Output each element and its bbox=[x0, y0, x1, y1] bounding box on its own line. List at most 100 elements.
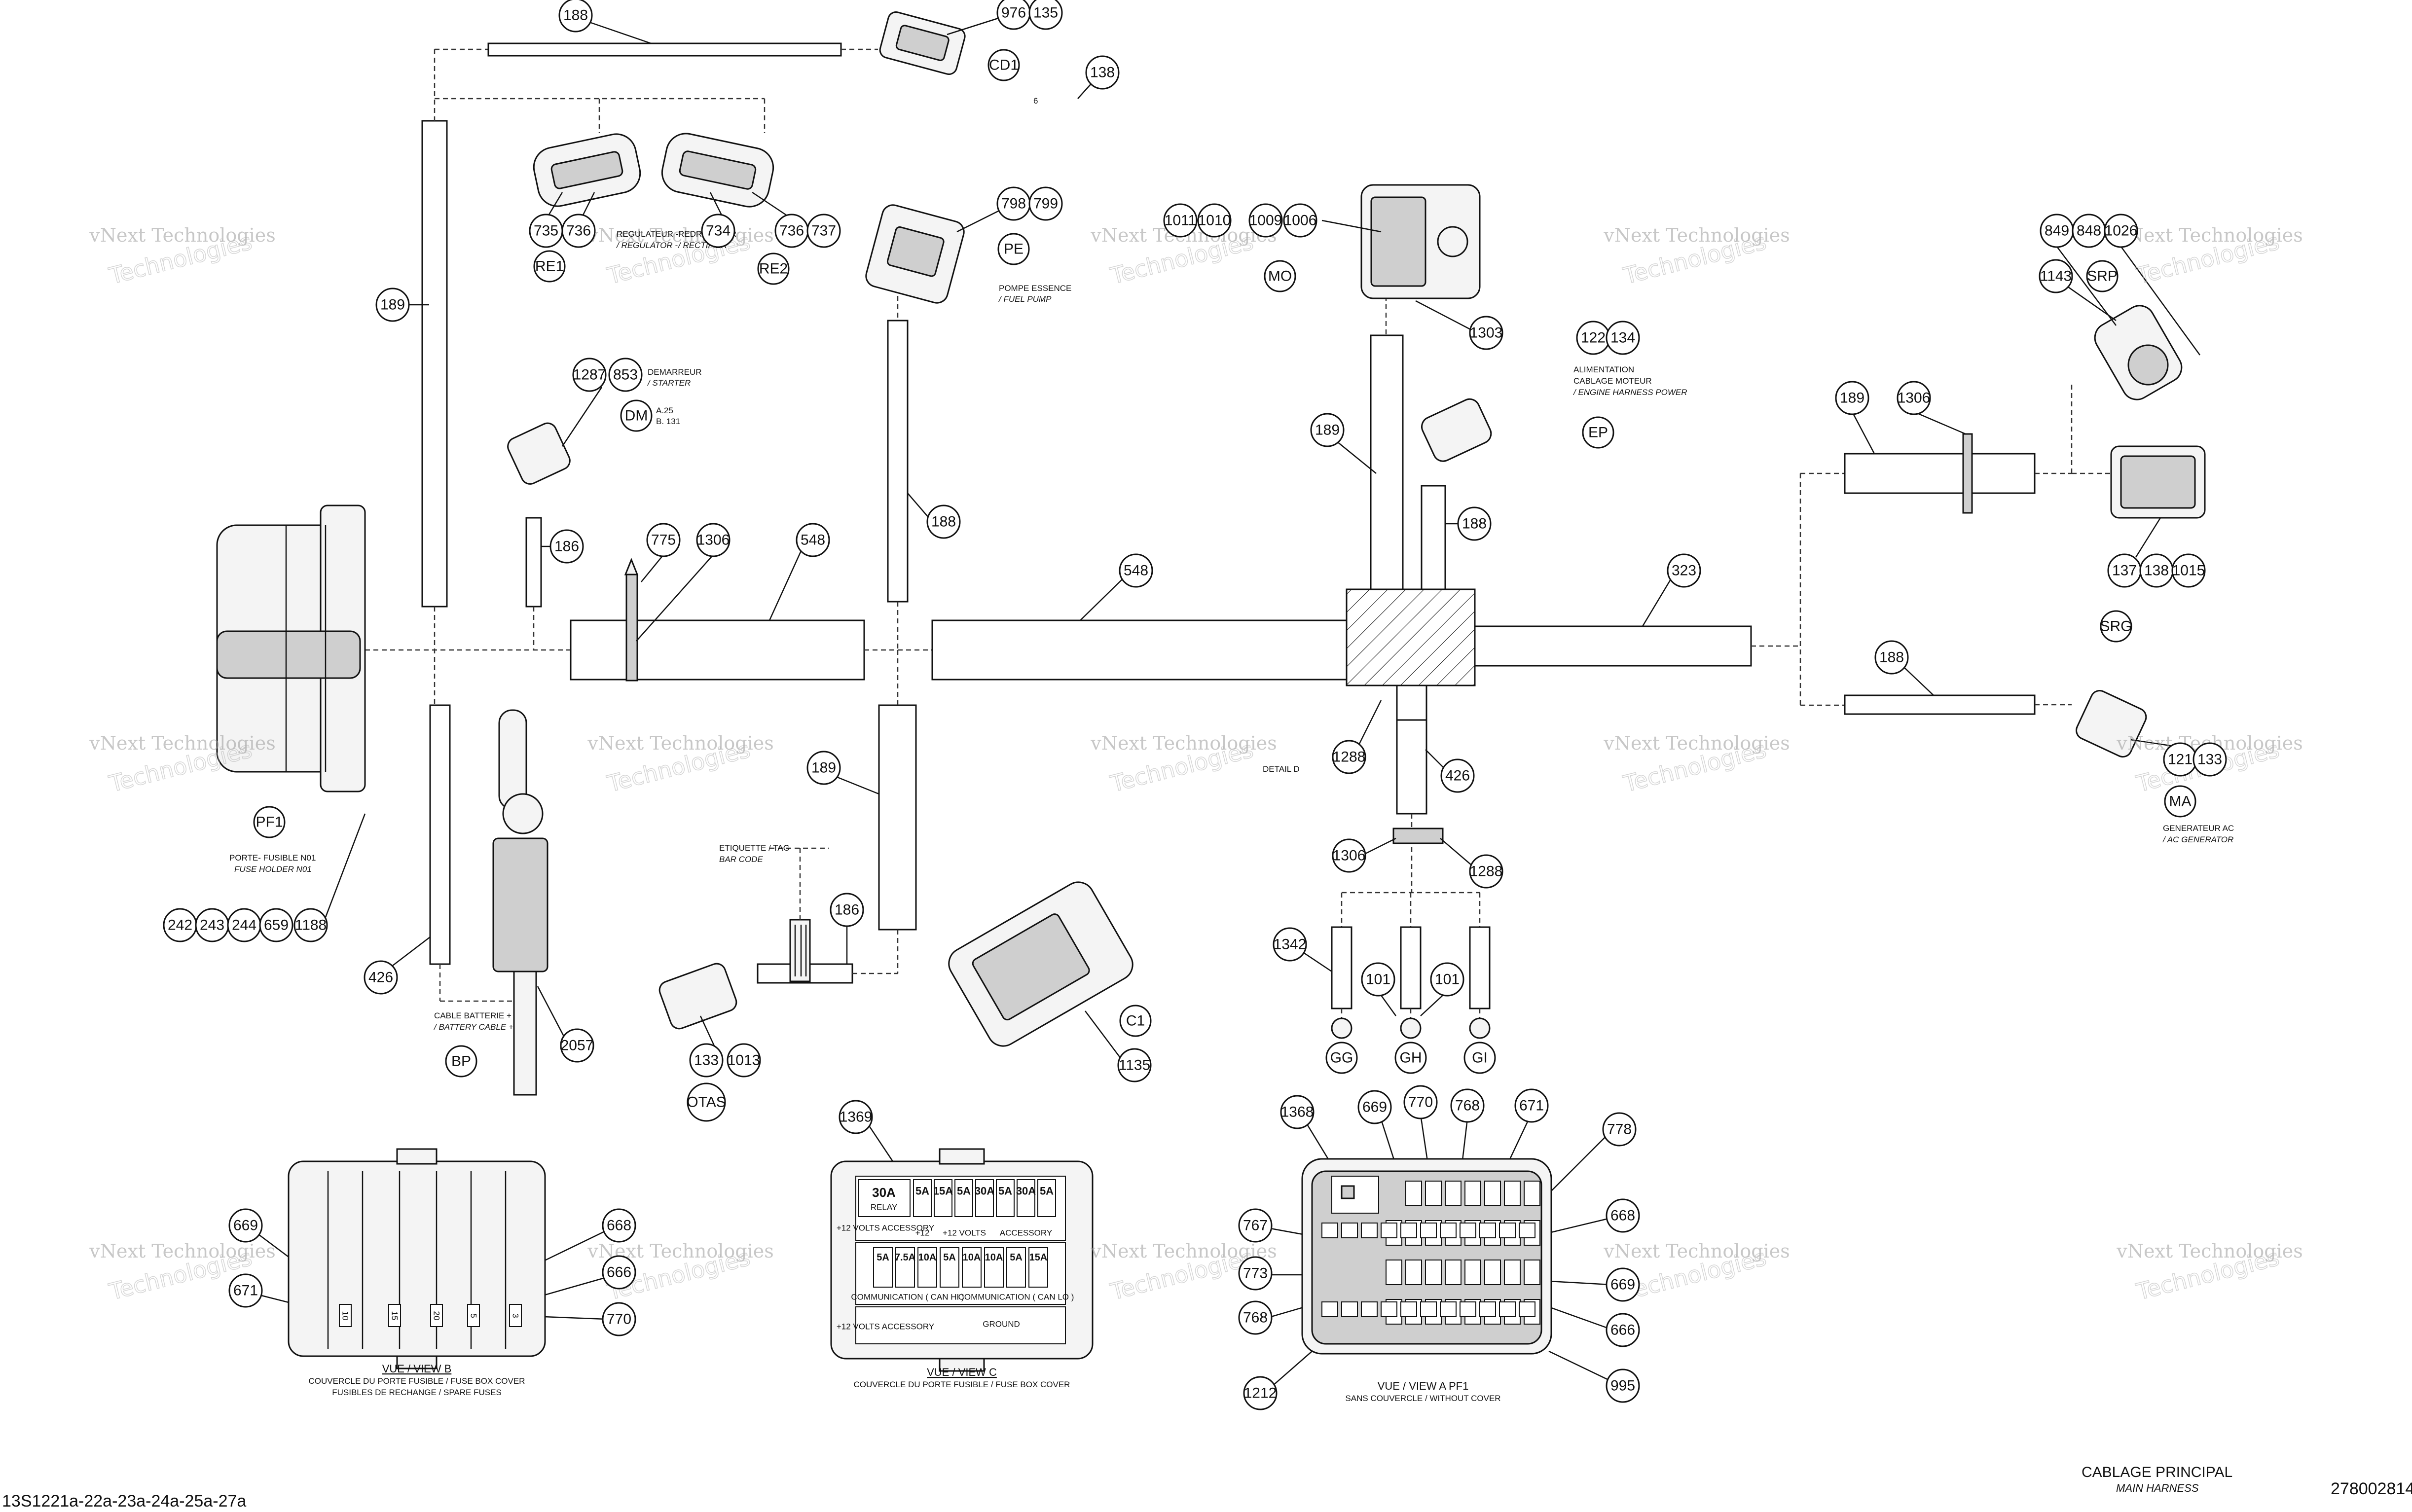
callout-number: 189 bbox=[380, 297, 405, 313]
fuse-slot-small bbox=[1420, 1223, 1437, 1238]
callout-circle bbox=[1197, 203, 1232, 238]
callout-circle bbox=[1602, 1112, 1637, 1147]
callout-1010: 1010 bbox=[1197, 203, 1232, 238]
callout-848: 848 bbox=[2072, 214, 2106, 248]
fuse-slot-small bbox=[1321, 1301, 1338, 1317]
callout-548: 548 bbox=[796, 523, 830, 557]
callout-number: 188 bbox=[563, 7, 588, 24]
callout-circle bbox=[926, 504, 961, 539]
callout-101: 101 bbox=[1430, 962, 1464, 997]
callout-circle bbox=[830, 893, 864, 927]
fuse-c-top-cell bbox=[913, 1179, 932, 1217]
callout-775: 775 bbox=[646, 523, 681, 557]
callout-circle bbox=[2171, 553, 2206, 588]
fuse-c-mid-cell bbox=[917, 1247, 937, 1288]
callout-1342: 1342 bbox=[1273, 927, 1307, 962]
callout-669: 669 bbox=[1606, 1267, 1640, 1302]
callout-1306: 1306 bbox=[1897, 381, 1931, 415]
component-clamps bbox=[624, 433, 1973, 844]
code-label: GG bbox=[1330, 1050, 1353, 1066]
callout-circle bbox=[1874, 640, 1909, 675]
watermark-line1: vNext Technologies bbox=[587, 224, 773, 246]
callout-799: 799 bbox=[1028, 186, 1063, 221]
callout-323: 323 bbox=[1667, 553, 1701, 588]
callout-circle bbox=[1028, 0, 1063, 30]
code-MO: MO bbox=[1264, 260, 1296, 292]
callout-189: 189 bbox=[806, 751, 841, 785]
callout-188: 188 bbox=[926, 504, 961, 539]
view-a-fuse-box-open bbox=[1301, 1158, 1552, 1355]
callout-number: 122 bbox=[1581, 330, 1606, 346]
callout-circle bbox=[806, 214, 841, 248]
callout-number: 734 bbox=[706, 223, 731, 239]
accessory-label: ACCESSORY bbox=[1000, 1228, 1052, 1238]
label-fuse-holder-en: FUSE HOLDER N01 bbox=[234, 864, 312, 874]
callout-number: 1288 bbox=[1470, 864, 1503, 880]
watermark-line1: vNext Technologies bbox=[89, 732, 275, 754]
fuse-slot-small bbox=[1420, 1301, 1437, 1317]
callout-circle bbox=[1238, 1208, 1273, 1243]
callout-number: 1287 bbox=[573, 367, 606, 383]
fuse-c-top-rating: 30A bbox=[975, 1185, 994, 1197]
callout-number: 1306 bbox=[697, 532, 730, 548]
callout-circle bbox=[608, 358, 643, 392]
code-circle bbox=[987, 49, 1020, 81]
drawing-reference-right: 278002814 bbox=[2331, 1479, 2412, 1498]
callout-number: 1369 bbox=[840, 1109, 873, 1125]
callout-number: 1143 bbox=[2040, 268, 2072, 285]
callout-circle bbox=[1606, 1368, 1640, 1403]
spare-fuse-rating: 5 bbox=[469, 1313, 478, 1318]
callout-circle bbox=[1085, 55, 1120, 90]
callout-number: 735 bbox=[534, 223, 558, 239]
watermark-line1: vNext Technologies bbox=[89, 224, 275, 246]
fuse-c-mid-rating: 5A bbox=[1010, 1252, 1023, 1263]
label-starter-ref-b: B. 131 bbox=[656, 417, 680, 426]
fuse-slot-small bbox=[1499, 1223, 1516, 1238]
callout-1143: 1143 bbox=[2039, 259, 2073, 293]
fuse-slot-small bbox=[1341, 1301, 1358, 1317]
callout-circle bbox=[572, 358, 607, 392]
label-engine-power-en: / ENGINE HARNESS POWER bbox=[1573, 388, 1687, 397]
fuse-slot-small bbox=[1400, 1301, 1417, 1317]
code-circle bbox=[997, 233, 1030, 265]
code-MA: MA bbox=[2164, 785, 2196, 818]
fuse-slot-small bbox=[1361, 1223, 1378, 1238]
callout-668: 668 bbox=[1606, 1198, 1640, 1233]
code-circle bbox=[1394, 1042, 1427, 1074]
callout-number: 101 bbox=[1435, 972, 1460, 988]
callout-669: 669 bbox=[228, 1208, 263, 1243]
relay-cell bbox=[858, 1179, 911, 1217]
component-fuse-c1-connector bbox=[948, 881, 1133, 1047]
fuse-slot-small bbox=[1479, 1223, 1496, 1238]
callout-188: 188 bbox=[1874, 640, 1909, 675]
fuse-c-top-cell bbox=[934, 1179, 952, 1217]
callout-1288: 1288 bbox=[1469, 854, 1503, 889]
code-label: BP bbox=[451, 1053, 471, 1070]
callout-1188: 1188 bbox=[293, 908, 328, 942]
callout-1011: 1011 bbox=[1163, 203, 1198, 238]
code-GI: GI bbox=[1463, 1042, 1496, 1074]
callout-number: 189 bbox=[811, 760, 836, 776]
fuse-c-mid-rating: 10A bbox=[985, 1252, 1003, 1263]
callout-circle bbox=[689, 1043, 724, 1078]
callout-668: 668 bbox=[602, 1208, 636, 1243]
component-barcode-tag bbox=[769, 847, 829, 982]
callout-circle bbox=[1163, 203, 1198, 238]
callout-number: 1011 bbox=[1165, 213, 1197, 229]
callout-976: 976 bbox=[996, 0, 1031, 30]
callout-circle bbox=[1403, 1085, 1438, 1119]
fuse-slot bbox=[1405, 1181, 1422, 1206]
fuse-c-top-rating: 5A bbox=[1040, 1185, 1054, 1197]
callout-circle bbox=[1332, 838, 1366, 873]
component-ma-ac-generator-connector bbox=[2076, 690, 2147, 758]
fuse-c-mid-cell bbox=[895, 1247, 915, 1288]
label-starter-ref-a: A.25 bbox=[656, 406, 673, 415]
view-b-line2: FUSIBLES DE RECHANGE / SPARE FUSES bbox=[332, 1388, 502, 1397]
component-srg-connector bbox=[2110, 445, 2206, 519]
callout-1306: 1306 bbox=[696, 523, 731, 557]
code-circle bbox=[1119, 1005, 1152, 1037]
fuse-slot-small bbox=[1519, 1223, 1535, 1238]
callout-circle bbox=[727, 1043, 761, 1078]
